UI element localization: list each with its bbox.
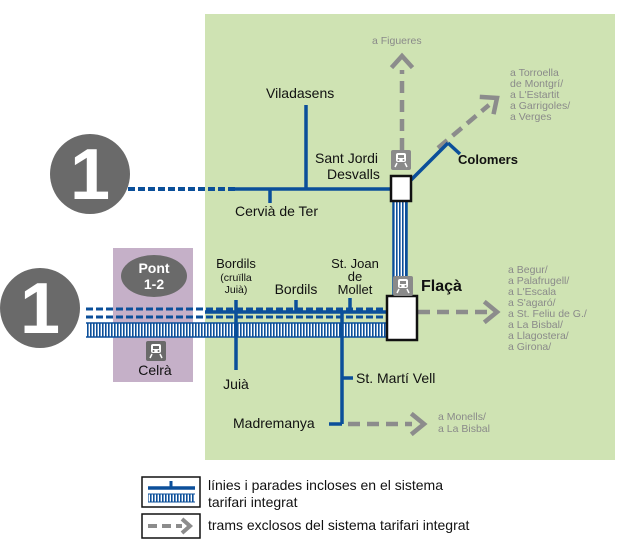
svg-text:a Llagostera/: a Llagostera/ [508, 330, 569, 342]
line-marker-bottom: 1 [0, 268, 80, 349]
stop-colomers: Colomers [458, 152, 518, 167]
stop-viladasens: Viladasens [266, 85, 334, 101]
arrowhead-figueres [389, 52, 415, 70]
svg-text:1: 1 [70, 135, 110, 215]
legend-icon-included [141, 476, 201, 508]
svg-text:a Begur/: a Begur/ [508, 264, 548, 276]
dest-torroella: a Torroella de Montgrí/ a L'Estartit a G… [510, 67, 570, 123]
route-to-torroella [436, 103, 491, 150]
svg-text:1-2: 1-2 [144, 276, 164, 292]
legend-excluded-text: trams exclosos del sistema tarifari inte… [208, 517, 470, 533]
svg-text:a Palafrugell/: a Palafrugell/ [508, 275, 569, 287]
stop-sant-jordi-1: Sant Jordi [315, 150, 378, 166]
svg-text:a St. Feliu de G./: a St. Feliu de G./ [508, 308, 587, 320]
arrowhead-monells [409, 411, 428, 437]
svg-text:a Garrigoles/: a Garrigoles/ [510, 100, 570, 112]
bottom-branches [234, 298, 353, 426]
train-icon-celra [146, 341, 166, 361]
train-icon-sant-jordi [391, 150, 411, 170]
stop-bordils-cruilla-2: (cruïlla [220, 272, 252, 284]
stop-st-joan-1: St. Joan [331, 256, 379, 271]
tick-colomers [446, 141, 462, 156]
stop-cervia: Cervià de Ter [235, 203, 318, 219]
stop-madremanya: Madremanya [233, 415, 315, 431]
stop-bordils-cruilla-3: Juià) [225, 284, 248, 296]
svg-text:a S'agaró/: a S'agaró/ [508, 297, 556, 309]
link-sant-jordi-flaca [393, 201, 407, 295]
integrated-zone [205, 14, 615, 460]
arrowhead-torroella [479, 94, 500, 115]
legend-included-line-2: tarifari integrat [208, 494, 298, 510]
pont-marker: Pont 1-2 [121, 255, 187, 297]
svg-text:a Torroella: a Torroella [510, 67, 559, 79]
svg-text:a Monells/: a Monells/ [438, 411, 486, 423]
stop-bordils: Bordils [275, 281, 318, 297]
svg-text:a Verges: a Verges [510, 111, 551, 123]
svg-text:a La Bisbal/: a La Bisbal/ [508, 319, 563, 331]
arrowhead-begur [482, 299, 501, 325]
stop-bordils-cruilla-1: Bordils [216, 256, 256, 271]
stop-st-joan-2: de [348, 269, 362, 284]
excluded-routes [348, 70, 491, 427]
svg-text:a Girona/: a Girona/ [508, 341, 551, 353]
svg-text:Pont: Pont [138, 260, 169, 276]
station-box-flaca [385, 294, 419, 342]
svg-text:1: 1 [20, 269, 60, 349]
train-icon-flaca [393, 276, 413, 296]
svg-text:a La Bisbal: a La Bisbal [438, 423, 490, 435]
top-network [235, 105, 462, 203]
svg-text:de Montgrí/: de Montgrí/ [510, 78, 563, 90]
dest-monells: a Monells/ a La Bisbal [438, 411, 490, 435]
dest-begur: a Begur/ a Palafrugell/ a L'Escala a S'a… [508, 264, 587, 353]
branch-colomers [409, 141, 450, 182]
legend-included-text: línies i parades incloses en el sistema … [208, 477, 443, 511]
stop-sant-jordi-2: Desvalls [327, 166, 380, 182]
stop-st-marti: St. Martí Vell [356, 370, 435, 386]
stop-celra: Celrà [138, 362, 172, 378]
line-marker-top: 1 [50, 134, 130, 215]
stop-flaca: Flaçà [421, 278, 462, 295]
stop-juia: Juià [223, 376, 249, 392]
svg-text:a L'Escala: a L'Escala [508, 286, 556, 298]
stop-st-joan-3: Mollet [338, 282, 373, 297]
legend-included-line-1: línies i parades incloses en el sistema [208, 477, 444, 493]
svg-text:a L'Estartit: a L'Estartit [510, 89, 559, 101]
legend-icon-excluded [141, 513, 201, 539]
station-box-sant-jordi [389, 174, 413, 203]
dest-figueres: a Figueres [372, 35, 422, 47]
